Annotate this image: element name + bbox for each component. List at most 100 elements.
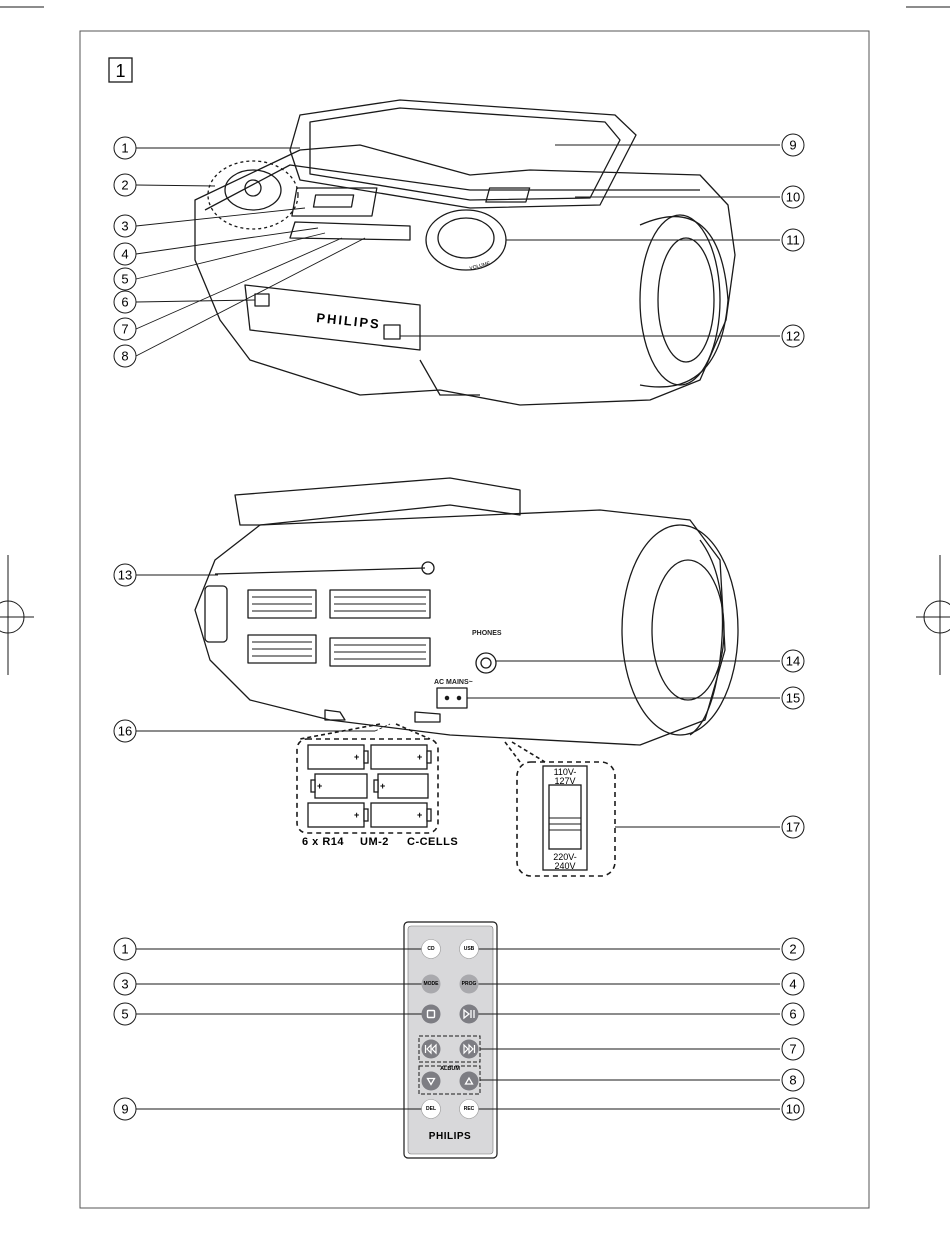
voltage-bottom-1: 220V- xyxy=(553,852,577,862)
display xyxy=(291,187,378,217)
voltage-top-2: 127V xyxy=(554,776,575,786)
del-button[interactable]: DEL xyxy=(421,1099,441,1119)
battery-caption-um: UM-2 xyxy=(360,836,389,848)
callout-6: 6 xyxy=(113,290,137,314)
speaker-right xyxy=(639,214,721,386)
svg-text:11: 11 xyxy=(786,233,800,248)
remote-callout-8: 8 xyxy=(781,1068,805,1092)
previous-button[interactable] xyxy=(421,1039,441,1059)
stop-button[interactable] xyxy=(421,1004,441,1024)
callout-10: 10 xyxy=(781,185,805,209)
remote-callout-2: 2 xyxy=(781,937,805,961)
play-pause-icon xyxy=(463,1008,475,1020)
play-pause-button[interactable] xyxy=(459,1004,479,1024)
callout-4: 4 xyxy=(113,242,137,266)
callout-5: 5 xyxy=(113,267,137,291)
battery-caption-count: 6 x R14 xyxy=(302,836,344,848)
back-body-outline xyxy=(194,509,726,746)
antenna xyxy=(214,567,426,575)
album-group-outline xyxy=(418,1065,481,1095)
remote-callout-7: 7 xyxy=(781,1037,805,1061)
svg-text:9: 9 xyxy=(121,1102,128,1117)
ac-mains-socket xyxy=(436,687,468,709)
svg-text:8: 8 xyxy=(121,349,128,364)
svg-text:2: 2 xyxy=(789,942,796,957)
battery-plus-signs: + + + + + + xyxy=(317,752,422,820)
figure-number-box xyxy=(108,57,133,83)
svg-text:+: + xyxy=(380,781,385,791)
svg-text:9: 9 xyxy=(789,138,796,153)
phones-jack xyxy=(475,652,497,674)
skip-group-outline xyxy=(418,1035,481,1063)
back-callout-lines xyxy=(136,574,780,828)
front-brand: PHILIPS xyxy=(316,310,382,332)
svg-text:+: + xyxy=(354,810,359,820)
callout-15: 15 xyxy=(781,686,805,710)
svg-text:5: 5 xyxy=(121,1007,128,1022)
crop-marks xyxy=(0,6,950,675)
callout-17: 17 xyxy=(781,815,805,839)
svg-text:+: + xyxy=(354,752,359,762)
next-icon xyxy=(463,1043,476,1055)
album-down-button[interactable] xyxy=(421,1071,441,1091)
phones-label: PHONES xyxy=(472,630,502,637)
svg-text:10: 10 xyxy=(786,190,800,205)
svg-text:7: 7 xyxy=(789,1042,796,1057)
svg-text:3: 3 xyxy=(121,219,128,234)
boombox-back xyxy=(194,477,739,746)
svg-text:14: 14 xyxy=(786,654,800,669)
voltage-inset xyxy=(504,741,616,877)
svg-text:2: 2 xyxy=(121,178,128,193)
svg-text:+: + xyxy=(317,781,322,791)
figure-number: 1 xyxy=(115,61,125,81)
album-up-button[interactable] xyxy=(459,1071,479,1091)
callout-7: 7 xyxy=(113,317,137,341)
remote-callout-5: 5 xyxy=(113,1002,137,1026)
remote-callout-1: 1 xyxy=(113,937,137,961)
callout-2: 2 xyxy=(113,173,137,197)
callout-3: 3 xyxy=(113,214,137,238)
album-label: ALBUM xyxy=(440,1066,460,1072)
callout-12: 12 xyxy=(781,324,805,348)
body-outline xyxy=(194,144,736,406)
volume-label: VOLUME xyxy=(469,260,492,271)
callout-1: 1 xyxy=(113,136,137,160)
svg-text:DEL: DEL xyxy=(426,1106,436,1112)
svg-text:+: + xyxy=(417,752,422,762)
previous-icon xyxy=(424,1043,437,1055)
svg-text:3: 3 xyxy=(121,977,128,992)
battery xyxy=(314,773,368,799)
svg-text:8: 8 xyxy=(789,1073,796,1088)
svg-text:15: 15 xyxy=(786,691,800,706)
speaker-back xyxy=(621,524,739,736)
stop-icon xyxy=(426,1009,436,1019)
vent-4 xyxy=(329,637,431,667)
battery xyxy=(307,802,365,828)
mode-button[interactable]: MODE xyxy=(421,974,441,994)
svg-text:MODE: MODE xyxy=(424,981,440,987)
svg-text:6: 6 xyxy=(121,295,128,310)
svg-text:17: 17 xyxy=(786,820,800,835)
svg-text:12: 12 xyxy=(786,329,800,344)
remote-callout-3: 3 xyxy=(113,972,137,996)
prog-button[interactable]: PROG xyxy=(459,974,479,994)
cd-button[interactable]: CD xyxy=(421,939,441,959)
svg-text:10: 10 xyxy=(786,1102,800,1117)
callout-16: 16 xyxy=(113,719,137,743)
callout-14: 14 xyxy=(781,649,805,673)
remote-callout-lines xyxy=(136,948,780,1110)
rec-button[interactable]: REC xyxy=(459,1099,479,1119)
remote-callout-4: 4 xyxy=(781,972,805,996)
svg-text:+: + xyxy=(417,810,422,820)
remote-callout-6: 6 xyxy=(781,1002,805,1026)
usb-button[interactable]: USB xyxy=(459,939,479,959)
battery xyxy=(307,744,365,770)
svg-text:16: 16 xyxy=(118,724,132,739)
next-button[interactable] xyxy=(459,1039,479,1059)
battery xyxy=(377,773,429,799)
cd-lid xyxy=(289,99,637,209)
voltage-top-1: 110V- xyxy=(554,767,577,777)
triangle-down-icon xyxy=(426,1077,436,1086)
cassette-door xyxy=(244,284,421,351)
